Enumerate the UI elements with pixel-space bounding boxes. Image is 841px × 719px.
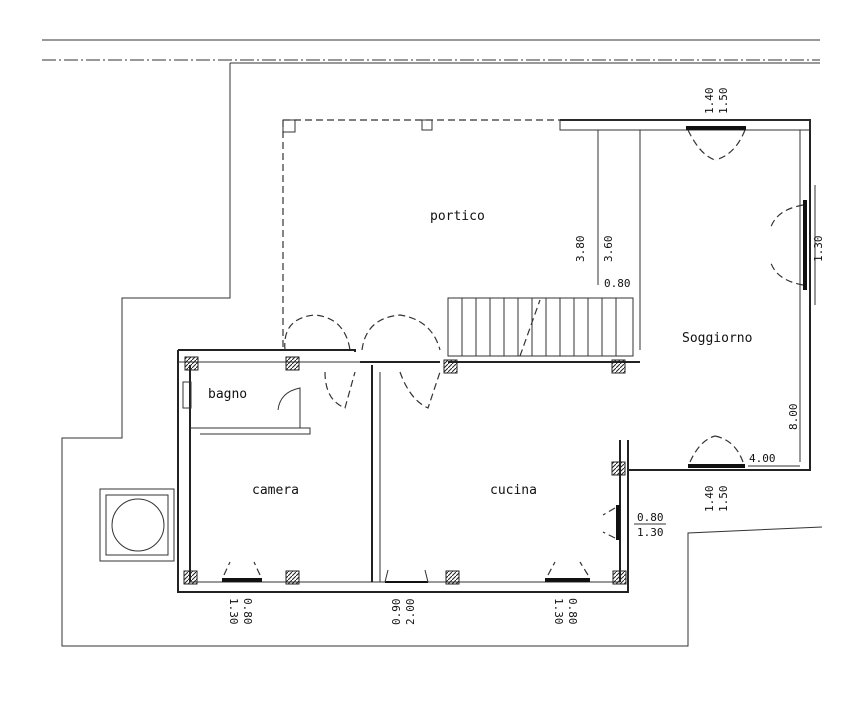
dim-camera-window-a: 1.30	[227, 598, 240, 625]
pillar	[445, 570, 460, 585]
dim-cucina-window-a: 0.80	[637, 511, 664, 524]
window-right-swing	[769, 204, 804, 286]
dim-entry-door-a: 0.90	[390, 599, 403, 626]
house-outer-wall	[177, 349, 640, 593]
dim-soggiorno-depth: 8.00	[787, 404, 800, 431]
window-bottom-swing	[547, 561, 589, 576]
tank-outer	[99, 488, 175, 562]
dim-portico-h1: 3.80	[574, 236, 587, 263]
dim-stair-w: 0.80	[604, 277, 631, 290]
pillar	[285, 570, 300, 585]
dim-top-window-b: 1.50	[717, 88, 730, 115]
dim-top-window-a: 1.40	[703, 88, 716, 115]
bagno-door	[277, 387, 301, 428]
staircase	[447, 297, 634, 357]
entry-door-frame	[384, 569, 429, 583]
pillar	[612, 570, 627, 585]
door-swing	[284, 314, 351, 351]
dim-camera-window-b: 0.80	[241, 598, 254, 625]
window-cucina-right-swing	[602, 507, 616, 539]
pillar	[285, 356, 300, 371]
dim-cucina-bottom-window-a: 1.30	[552, 598, 565, 625]
portico-pillar	[421, 119, 433, 131]
room-label-camera: camera	[252, 483, 299, 498]
dim-right-window-b: 1.50	[717, 486, 730, 513]
dim-soggiorno-width: 4.00	[749, 452, 776, 465]
lot-boundary-path	[61, 62, 823, 647]
room-label-soggiorno: Soggiorno	[682, 331, 752, 346]
stair-break	[519, 299, 541, 357]
pillar	[611, 359, 626, 374]
room-label-portico: portico	[430, 209, 485, 224]
stair-steps	[461, 298, 617, 356]
room-label-bagno: bagno	[208, 387, 247, 402]
window-bottom-swing	[223, 561, 261, 576]
door-swing	[361, 314, 441, 351]
tank-inner	[105, 494, 169, 556]
pillar	[184, 356, 199, 371]
pillar	[611, 461, 626, 476]
pillar	[443, 359, 458, 374]
portico-pillar	[282, 119, 296, 133]
dim-right-partial: 1.30	[812, 236, 825, 263]
dim-cucina-bottom-window-b: 0.80	[566, 598, 579, 625]
bagno-vent	[182, 381, 192, 409]
door-swing	[324, 371, 356, 409]
dim-right-window-a: 1.40	[703, 486, 716, 513]
tank-circle	[111, 498, 165, 552]
room-label-cucina: cucina	[490, 483, 537, 498]
bagno-wall	[190, 427, 311, 435]
soggiorno-top-wall	[559, 119, 811, 131]
dim-cucina-window-b: 1.30	[637, 526, 664, 539]
window-soggiorno-bottom-swing	[689, 435, 744, 463]
window-swing	[687, 129, 746, 161]
dim-entry-door-b: 2.00	[404, 599, 417, 626]
dim-portico-h2: 3.60	[602, 236, 615, 263]
pillar	[183, 570, 198, 585]
door-swing	[399, 371, 441, 409]
